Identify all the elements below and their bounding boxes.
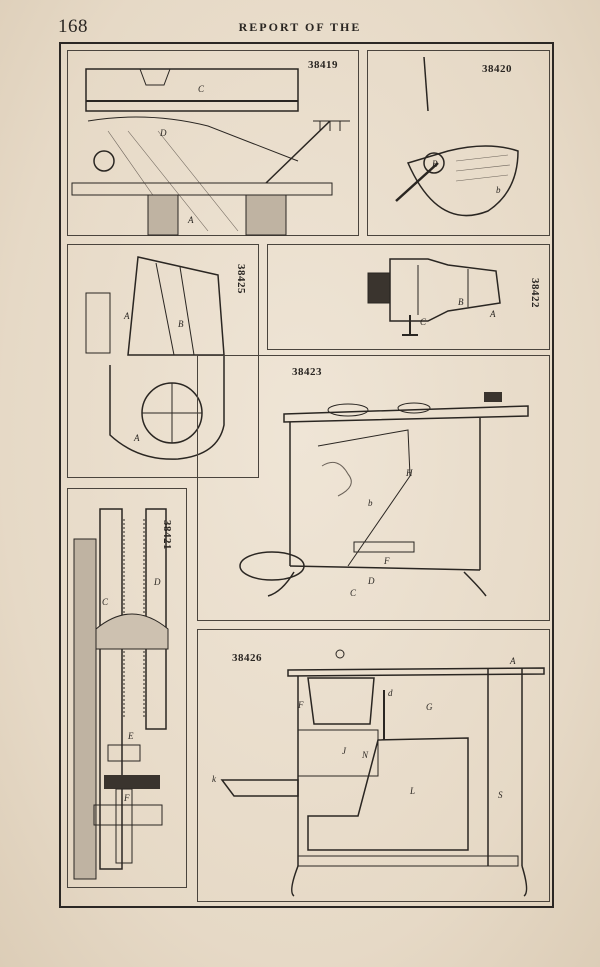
figure-38422-label-a: A [489,309,496,319]
figure-38425-label-a-lower: A [133,433,140,443]
figure-38423: 38423 H b F D C [197,355,550,621]
page-number: 168 [58,16,88,37]
figure-38422-label-c: C [420,317,427,327]
running-head: REPORT OF THE [238,20,362,34]
figure-38426-label-g: G [426,702,433,712]
figure-38421: 38421 D C E F [67,488,187,888]
figure-38420-label-b-upper: B [432,159,438,169]
engraving-plate: 38419 C D A 38420 [59,42,554,908]
figure-38419-label-d: D [159,128,167,138]
figure-38423-label-d: D [367,576,375,586]
figure-38420: 38420 B b [367,50,550,236]
figure-38426-label-l: L [409,786,415,796]
figure-38426-label-a: A [509,656,516,666]
patent-number-38420: 38420 [482,63,512,75]
figure-38426-label-k: k [212,774,217,784]
figure-38423-label-c: C [350,588,357,598]
figure-38425-label-a-upper: A [123,311,130,321]
figure-38423-label-f: F [383,556,390,566]
figure-38420-label-b: b [496,185,501,195]
figure-38419: 38419 C D A [67,50,359,236]
figure-38423-label-h: H [405,468,413,478]
figure-38421-label-c: C [102,597,109,607]
figure-38426-label-d: d [388,688,393,698]
figure-38421-drawing: D C E F [73,508,169,880]
figure-38422-label-b: B [458,297,464,307]
figure-38426-label-s: S [498,790,503,800]
figure-38422: 38422 B A C [267,244,550,350]
figure-38421-label-f: F [123,793,130,803]
figure-38420-drawing: B b [395,56,519,217]
figure-38419-drawing: C D A [71,68,350,236]
figure-38426-label-j: J [342,746,347,756]
patent-number-38419: 38419 [308,59,338,71]
patent-number-38426: 38426 [232,652,262,664]
patent-number-38423: 38423 [292,366,322,378]
figure-38419-label-a: A [187,215,194,225]
figure-38419-label-c: C [198,84,205,94]
figure-38422-drawing: B A C [367,258,501,336]
figure-38426: 38426 A F d G J N k L S [197,629,550,902]
figure-38421-label-e: E [127,731,134,741]
figure-38426-label-n: N [361,750,369,760]
figure-38423-label-b: b [368,498,373,508]
figure-38426-drawing: A F d G J N k L S [212,649,545,897]
figure-38426-label-f: F [297,700,304,710]
figure-38423-drawing: H b F D C [239,392,529,598]
figure-38421-label-d: D [153,577,161,587]
figure-38425-label-b: B [178,319,184,329]
